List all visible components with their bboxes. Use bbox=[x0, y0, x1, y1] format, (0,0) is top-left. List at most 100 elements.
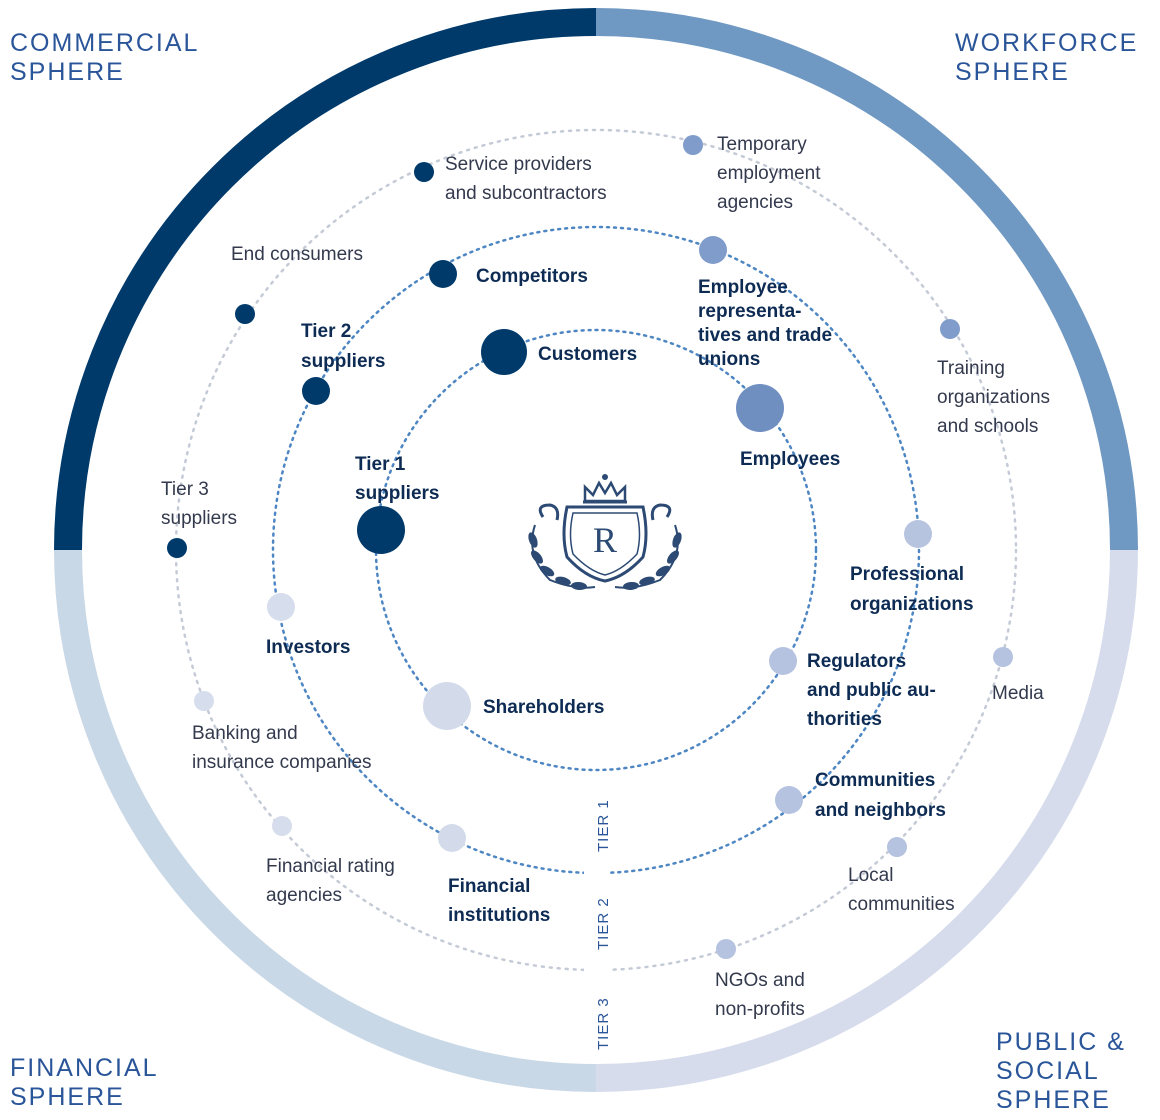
media-label-line: Media bbox=[992, 683, 1044, 704]
tier3-suppliers-label-line: suppliers bbox=[161, 508, 237, 529]
banking-insurance-label: Banking and insurance companies bbox=[192, 723, 372, 773]
tier3-suppliers-dot bbox=[167, 538, 187, 558]
ngos-dot bbox=[716, 939, 736, 959]
banking-insurance-label-line: insurance companies bbox=[192, 752, 372, 773]
tier1-suppliers-label: Tier 1 suppliers bbox=[355, 454, 439, 504]
competitors-label-line: Competitors bbox=[476, 266, 588, 287]
employee-representatives-dot bbox=[699, 236, 727, 264]
investors-label: Investors bbox=[266, 637, 350, 658]
shareholders-label-line: Shareholders bbox=[483, 697, 604, 718]
temporary-employment-label-line: employment bbox=[717, 163, 821, 184]
ngos-label-line: NGOs and bbox=[715, 970, 805, 991]
stakeholder-training-organizations: Training organizations and schools bbox=[937, 319, 1050, 437]
financial-rating-label-line: Financial rating bbox=[266, 856, 395, 877]
employees-label-line: Employees bbox=[740, 449, 840, 470]
communities-neighbors-dot bbox=[775, 786, 803, 814]
public-sphere-arc bbox=[595, 549, 1138, 1092]
financial-institutions-label-line: Financial bbox=[448, 876, 530, 897]
temporary-employment-label-line: Temporary bbox=[717, 134, 807, 155]
stakeholder-shareholders: Shareholders bbox=[423, 682, 604, 730]
tier1-suppliers-label-line: suppliers bbox=[355, 483, 439, 504]
workforce-sphere-arc bbox=[595, 8, 1138, 551]
professional-organizations-dot bbox=[904, 520, 932, 548]
shareholders-label: Shareholders bbox=[483, 697, 604, 718]
competitors-dot bbox=[429, 260, 457, 288]
media-dot bbox=[993, 647, 1013, 667]
service-providers-label: Service providers and subcontractors bbox=[445, 154, 607, 204]
stakeholder-financial-rating: Financial rating agencies bbox=[266, 816, 395, 906]
tier3-label: TIER 3 bbox=[595, 997, 612, 1050]
regulators-dot bbox=[769, 647, 797, 675]
local-communities-label-line: communities bbox=[848, 894, 955, 915]
tier-label-gap bbox=[584, 772, 610, 1062]
service-providers-label-line: and subcontractors bbox=[445, 183, 607, 204]
communities-neighbors-label-line: Communities bbox=[815, 770, 935, 791]
training-organizations-label-line: and schools bbox=[937, 416, 1038, 437]
financial-sphere-label: FINANCIAL SPHERE bbox=[10, 1054, 159, 1111]
tier3-suppliers-label: Tier 3 suppliers bbox=[161, 479, 237, 529]
employees-label: Employees bbox=[740, 449, 840, 470]
stakeholder-employees: Employees bbox=[736, 384, 840, 470]
stakeholder-tier2-suppliers: Tier 2 suppliers bbox=[301, 321, 385, 405]
professional-organizations-label: Professional organizations bbox=[850, 564, 974, 615]
financial-rating-label: Financial rating agencies bbox=[266, 856, 395, 906]
training-organizations-dot bbox=[940, 319, 960, 339]
stakeholder-regulators: Regulators and public au-thorities bbox=[769, 647, 936, 730]
crest-icon: R bbox=[528, 474, 682, 591]
customers-label-line: Customers bbox=[538, 344, 637, 365]
regulators-label-line: and public au- bbox=[807, 680, 936, 701]
service-providers-dot bbox=[414, 162, 434, 182]
training-organizations-label-line: Training bbox=[937, 358, 1005, 379]
shareholders-dot bbox=[423, 682, 471, 730]
employee-representatives-label-line: tives and trade bbox=[698, 325, 832, 346]
workforce-sphere-label: WORKFORCE SPHERE bbox=[955, 29, 1139, 86]
svg-text:R: R bbox=[593, 520, 617, 560]
stakeholder-local-communities: Local communities bbox=[848, 837, 955, 915]
service-providers-label-line: Service providers bbox=[445, 154, 592, 175]
tier3-suppliers-label-line: Tier 3 bbox=[161, 479, 209, 500]
local-communities-label-line: Local bbox=[848, 865, 893, 886]
regulators-label: Regulators and public au-thorities bbox=[807, 651, 936, 730]
tier1-suppliers-label-line: Tier 1 bbox=[355, 454, 406, 475]
financial-rating-label-line: agencies bbox=[266, 885, 342, 906]
investors-dot bbox=[267, 593, 295, 621]
banking-insurance-dot bbox=[194, 691, 214, 711]
stakeholder-banking-insurance: Banking and insurance companies bbox=[192, 691, 372, 773]
professional-organizations-label-line: organizations bbox=[850, 594, 974, 615]
regulators-label-line: thorities bbox=[807, 709, 882, 730]
stakeholder-media: Media bbox=[992, 647, 1044, 704]
banking-insurance-label-line: Banking and bbox=[192, 723, 298, 744]
end-consumers-label-line: End consumers bbox=[231, 244, 363, 265]
tier2-suppliers-label-line: suppliers bbox=[301, 351, 385, 372]
end-consumers-dot bbox=[235, 304, 255, 324]
financial-institutions-dot bbox=[438, 824, 466, 852]
communities-neighbors-label: Communities and neighbors bbox=[815, 770, 946, 821]
communities-neighbors-label-line: and neighbors bbox=[815, 800, 946, 821]
tier2-suppliers-label-line: Tier 2 bbox=[301, 321, 351, 342]
financial-sphere-arc bbox=[54, 549, 597, 1092]
customers-dot bbox=[481, 329, 527, 375]
professional-organizations-label-line: Professional bbox=[850, 564, 964, 585]
temporary-employment-dot bbox=[683, 135, 703, 155]
training-organizations-label: Training organizations and schools bbox=[937, 358, 1050, 437]
customers-label: Customers bbox=[538, 344, 637, 365]
regulators-label-line: Regulators bbox=[807, 651, 906, 672]
tier2-suppliers-dot bbox=[302, 377, 330, 405]
employees-dot bbox=[736, 384, 784, 432]
stakeholder-tier3-suppliers: Tier 3 suppliers bbox=[161, 479, 237, 558]
training-organizations-label-line: organizations bbox=[937, 387, 1050, 408]
stakeholder-end-consumers: End consumers bbox=[231, 244, 363, 324]
stakeholder-communities-neighbors: Communities and neighbors bbox=[775, 770, 946, 821]
investors-label-line: Investors bbox=[266, 637, 350, 658]
tier1-label: TIER 1 bbox=[595, 799, 612, 852]
